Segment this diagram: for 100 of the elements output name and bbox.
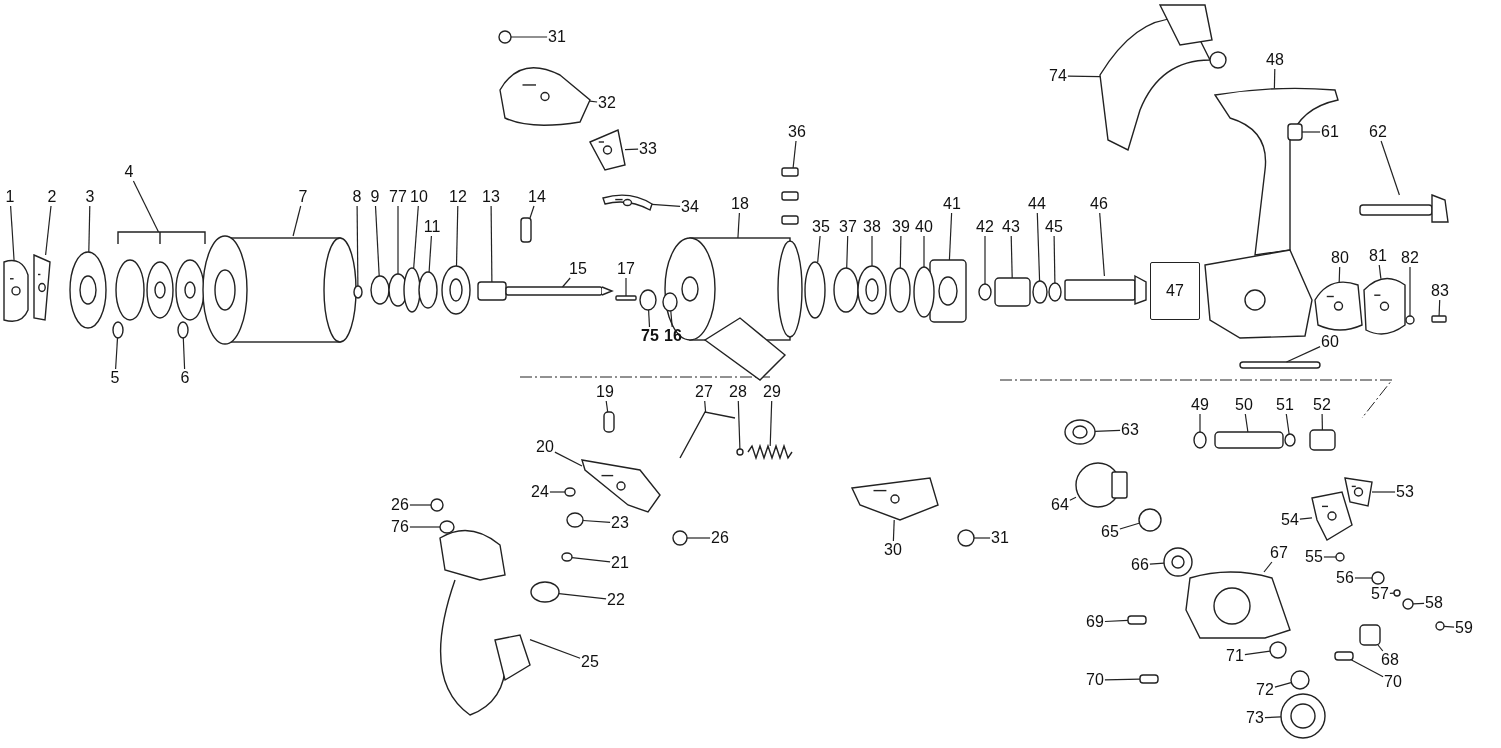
callout-number: 3 [84,188,96,206]
leader-line [624,148,639,151]
leader-line [1285,346,1321,363]
callout-number: 7 [297,188,309,206]
washer-drawing [1138,508,1162,532]
leader-line [1244,650,1271,656]
leader-line [1409,266,1411,317]
washer-drawing [1193,431,1207,449]
leader-line [1264,716,1282,719]
washer-drawing [889,267,911,313]
washer-drawing [561,552,573,562]
leader-line [923,235,925,268]
callout-number: 57 [1370,585,1390,603]
leader-line [1274,682,1292,688]
callout-number: 53 [1395,483,1415,501]
callout-number: 32 [597,94,617,112]
leader-line [292,205,302,237]
callout-number: 62 [1368,123,1388,141]
leader-line [428,235,432,273]
leader-line [1350,659,1384,678]
leader-line [1273,68,1276,89]
leader-line [1321,413,1323,431]
leader-line [554,451,583,467]
part-drawing [1127,615,1147,625]
callout-number: 16 [663,327,683,345]
callout-number: 30 [883,541,903,559]
washer-drawing [672,530,688,546]
callout-number: 26 [390,496,410,514]
washer-drawing [1435,621,1445,631]
part-drawing [1344,477,1373,507]
leader-line [490,205,493,283]
leader-line [1443,625,1455,628]
callout-number: 58 [1424,594,1444,612]
callout-number: 21 [610,554,630,572]
callout-number: 45 [1044,218,1064,236]
part-drawing [499,67,591,126]
part-drawing [439,529,531,716]
washer-drawing [913,266,935,318]
leader-line [769,400,773,447]
washer-drawing [112,321,124,339]
part-drawing [1139,674,1159,684]
part-number: 47 [1166,283,1184,299]
callout-number: 28 [728,383,748,401]
callout-number: 36 [787,123,807,141]
leader-line [973,537,991,539]
callout-number: 6 [179,369,191,387]
part-drawing [850,477,939,521]
part-drawing [581,459,661,513]
callout-number: 9 [369,188,381,206]
callout-number: 70 [1085,671,1105,689]
leader-line [704,400,707,413]
leader-line [1323,556,1337,558]
leader-line [686,537,711,539]
washer-drawing [1393,589,1401,597]
callout-number: 71 [1225,647,1245,665]
part-drawing [1431,315,1447,323]
part-drawing [781,167,799,225]
washer-drawing [498,30,512,44]
callout-number: 14 [527,188,547,206]
part-drawing [679,411,736,459]
leader-line [670,310,673,328]
part-drawing [3,259,29,322]
leader-line [948,212,953,261]
leader-line [648,309,651,328]
callout-number: 38 [862,218,882,236]
callout-number: 44 [1027,195,1047,213]
callout-number: 10 [409,188,429,206]
callout-number: 52 [1312,396,1332,414]
leader-line [1244,413,1249,433]
leader-line [1104,619,1129,623]
callout-number: 66 [1130,556,1150,574]
leader-line [409,504,432,506]
leader-line [871,235,873,267]
washer-drawing [1371,571,1385,585]
washer-drawing [1048,282,1062,302]
callout-number: 56 [1335,569,1355,587]
part-drawing [1309,429,1336,451]
part-drawing [1314,281,1363,331]
leader-line [625,277,627,297]
leader-line [374,205,380,277]
leader-line [1371,491,1396,493]
leader-line [892,519,895,542]
callout-number: 43 [1001,218,1021,236]
part-drawing [33,253,51,321]
part-drawing [747,443,793,461]
callout-number: 55 [1304,548,1324,566]
callout-number: 25 [580,653,600,671]
bracket [117,231,206,245]
washer-drawing [1402,598,1414,610]
shaft-drawing [615,295,637,301]
washer-drawing [662,292,678,312]
leader-line [1377,644,1384,652]
washer-drawing [430,498,444,512]
callout-number: 49 [1190,396,1210,414]
leader-line [589,100,598,103]
leader-line [549,491,566,493]
washer-drawing [1335,552,1345,562]
callout-number: 24 [530,483,550,501]
leader-line [132,180,160,233]
washer-drawing [403,267,421,313]
